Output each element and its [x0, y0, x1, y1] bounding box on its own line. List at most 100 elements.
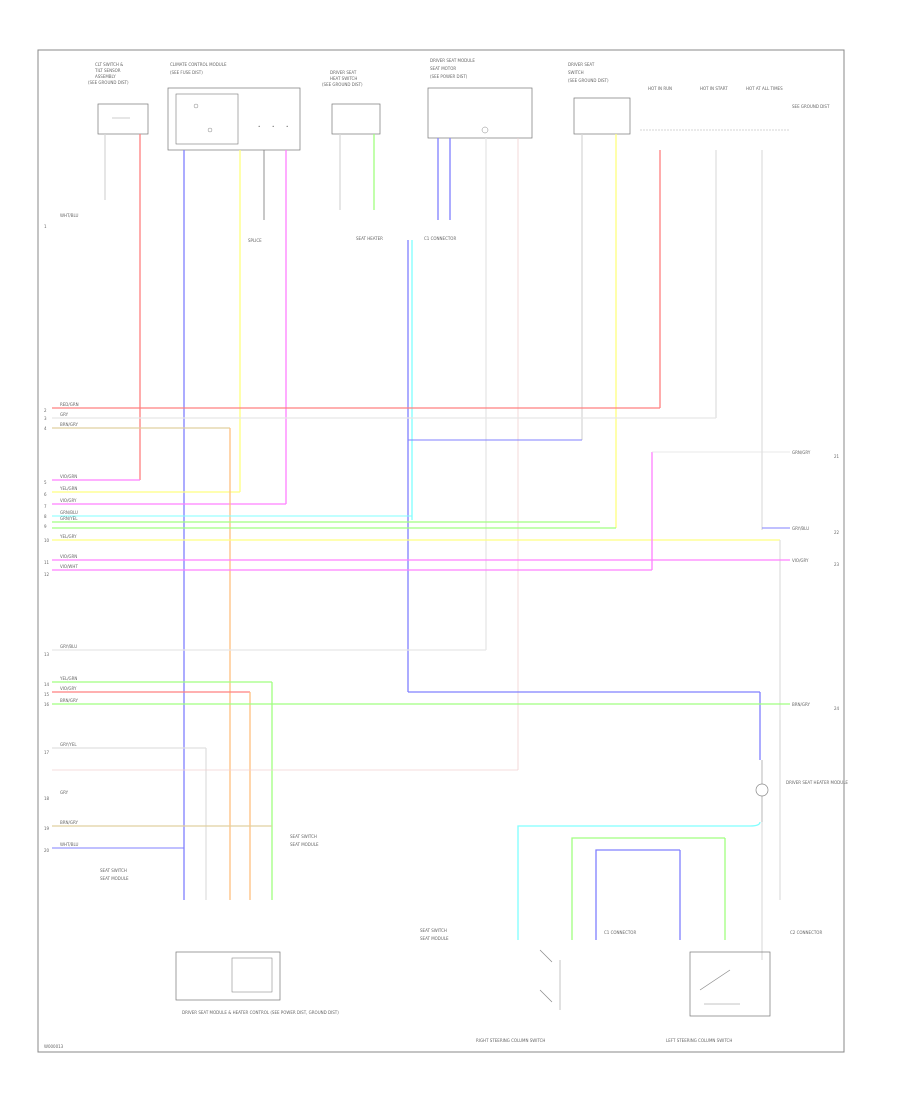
left-wire-labels: WHT/BLU RED/GRN GRY BRN/GRY VIO/GRN YEL/… — [59, 213, 79, 847]
component-label: (SEE GROUND DIST) — [322, 82, 363, 87]
legend-note: SEAT SWITCH — [100, 868, 127, 873]
bottom-left-switch-label: RIGHT STEERING COLUMN SWITCH — [476, 1038, 545, 1043]
pin-number: 8 — [44, 514, 47, 519]
pin-number: 9 — [44, 524, 47, 529]
wire-label: VIO/WHT — [60, 564, 78, 569]
seat-heater-note: SEAT HEATER — [356, 236, 383, 241]
legend-note: SEAT SWITCH — [290, 834, 317, 839]
pin-number: 14 — [44, 682, 50, 687]
bottom-left-switch: SEAT SWITCH SEAT MODULE RIGHT STEERING C… — [420, 928, 636, 1043]
wire-label: YEL/GRY — [59, 534, 77, 539]
pin-number: 3 — [44, 416, 47, 421]
pin-number: 10 — [44, 538, 50, 543]
component-label: (SEE FUSE DIST) — [170, 70, 203, 75]
pin-number: 4 — [44, 426, 47, 431]
pin-number: 13 — [44, 652, 50, 657]
bus-lines — [52, 407, 790, 900]
component-label: CLIMATE CONTROL MODULE — [170, 62, 227, 67]
pin-mark: • — [286, 124, 288, 129]
pin-number: 19 — [44, 826, 50, 831]
component-label: DRIVER SEAT MODULE — [430, 58, 475, 63]
pin-number: 18 — [44, 796, 50, 801]
wire-label: GRY/YEL — [60, 742, 77, 747]
pin-number: 2 — [44, 408, 47, 413]
wire-label: BRN/GRY — [60, 698, 78, 703]
pin-number: 16 — [44, 702, 50, 707]
component-label: DRIVER SEAT — [568, 62, 595, 67]
bottom-right-switch-label: LEFT STEERING COLUMN SWITCH — [666, 1038, 732, 1043]
right-wire-labels: GRN/GRY GRY/BLU VIO/GRY BRN/GRY 21 22 23… — [792, 450, 840, 711]
diagram-frame — [37, 49, 845, 1053]
wire-label: BRN/GRY — [792, 702, 810, 707]
top-component-2: CLIMATE CONTROL MODULE (SEE FUSE DIST) •… — [167, 62, 301, 151]
pin-mark: • — [272, 124, 274, 129]
top-component-5: DRIVER SEAT SWITCH (SEE GROUND DIST) — [568, 62, 631, 135]
note-text: SEE GROUND DIST — [792, 104, 830, 109]
wire-label: GRN/YEL — [60, 516, 78, 521]
legend-note: SEAT MODULE — [290, 842, 319, 847]
component-label: HOT IN START — [700, 86, 728, 91]
component-label: SWITCH — [568, 70, 584, 75]
wire-label: GRY — [60, 790, 69, 795]
connector-note: C1 CONNECTOR — [424, 236, 456, 241]
pin-number: 12 — [44, 572, 50, 577]
wire-label: WHT/BLU — [60, 842, 79, 847]
pin-number: 17 — [44, 750, 50, 755]
pin-number: 6 — [44, 492, 47, 497]
switch-wires — [517, 821, 763, 960]
component-label: HEAT SWITCH — [330, 76, 357, 81]
footer-code: W000013 — [44, 1044, 64, 1049]
wire-label: GRY — [60, 412, 69, 417]
component-label: CLT SWITCH & — [95, 62, 123, 67]
pin-number: 20 — [44, 848, 50, 853]
component-label: ASSEMBLY — [95, 74, 116, 79]
component-label: (SEE GROUND DIST) — [88, 80, 129, 85]
pin-number: 1 — [44, 224, 47, 229]
component-label: (SEE GROUND DIST) — [568, 78, 609, 83]
wire-label: RED/GRN — [60, 402, 79, 407]
wire-label: YEL/GRN — [59, 486, 77, 491]
connector-note: C2 CONNECTOR — [790, 930, 822, 935]
wire-label: BRN/GRY — [60, 820, 78, 825]
wire-label: VIO/GRY — [792, 558, 809, 563]
legend-note: SEAT MODULE — [100, 876, 129, 881]
wire-label: VIO/GRY — [60, 686, 77, 691]
pin-number: 21 — [834, 454, 840, 459]
bottom-module: DRIVER SEAT MODULE & HEATER CONTROL (SEE… — [100, 834, 339, 1015]
pin-number: 15 — [44, 692, 50, 697]
heater-element: DRIVER SEAT HEATER MODULE — [755, 720, 848, 822]
pin-number: 7 — [44, 504, 47, 509]
pin-number: 24 — [834, 706, 840, 711]
component-label: HOT IN RUN — [648, 86, 672, 91]
splice-note: SPLICE — [248, 238, 262, 243]
component-label: (SEE POWER DIST) — [430, 74, 468, 79]
wire-label: GRN/GRY — [792, 450, 811, 455]
pin-number: 22 — [834, 530, 840, 535]
wire-label: GRN/BLU — [60, 510, 78, 515]
pin-number: 11 — [44, 560, 50, 565]
left-pin-numbers: 1 2 3 4 5 6 7 8 9 10 11 12 13 14 15 16 1… — [44, 224, 50, 853]
wire-label: VIO/GRN — [60, 554, 77, 559]
pin-mark: • — [258, 124, 260, 129]
wire-label: GRY/BLU — [60, 644, 77, 649]
pin-number: 23 — [834, 562, 840, 567]
bottom-module-label: DRIVER SEAT MODULE & HEATER CONTROL (SEE… — [182, 1010, 339, 1015]
heater-note: DRIVER SEAT HEATER MODULE — [786, 780, 848, 785]
component-label: DRIVER SEAT — [330, 70, 357, 75]
wire-label: WHT/BLU — [60, 213, 79, 218]
wires — [52, 134, 763, 900]
top-component-4: DRIVER SEAT MODULE SEAT MOTOR (SEE POWER… — [427, 58, 533, 139]
wire-label: BRN/GRY — [60, 422, 78, 427]
component-label: TILT SENSOR — [94, 68, 121, 73]
wire-label: VIO/GRY — [60, 498, 77, 503]
wire-label: VIO/GRN — [60, 474, 77, 479]
top-component-6: HOT IN RUN HOT IN START HOT AT ALL TIMES… — [640, 86, 830, 131]
bottom-right-switch: LEFT STEERING COLUMN SWITCH C2 CONNECTOR — [666, 930, 822, 1043]
wire-label: YEL/GRN — [59, 676, 77, 681]
top-component-3: DRIVER SEAT HEAT SWITCH (SEE GROUND DIST… — [322, 70, 381, 135]
legend-note: SEAT MODULE — [420, 936, 449, 941]
wire-label: GRY/BLU — [792, 526, 809, 531]
connector-note: C1 CONNECTOR — [604, 930, 636, 935]
component-label: SEAT MOTOR — [430, 66, 456, 71]
